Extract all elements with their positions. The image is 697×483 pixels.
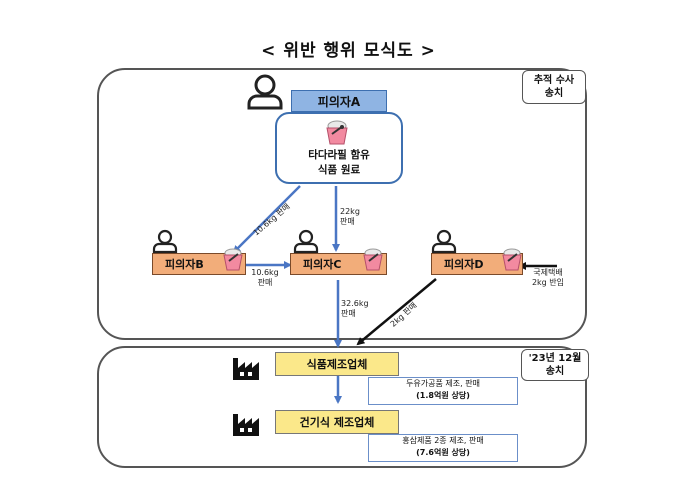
flow-label-b-to-c-line2: 판매: [257, 278, 273, 287]
suspect-b-name: 피의자B: [165, 258, 204, 271]
prosecution-tag-line1: '23년 12월: [528, 353, 582, 364]
powder-bucket-icon: [326, 120, 348, 145]
food-factory-result-line1: 두유가공품 제조, 판매: [406, 379, 480, 388]
arrow-a-to-b: [232, 185, 301, 254]
prosecution-tag: '23년 12월 송치: [521, 349, 589, 381]
bucket-icon-d: [502, 248, 522, 271]
food-factory-label: 식품제조업체: [275, 352, 399, 376]
person-a-icon: [247, 74, 283, 110]
investigation-region: [97, 68, 587, 340]
flow-label-a-to-c: 22kg 판매: [340, 207, 368, 227]
person-b-icon: [152, 229, 178, 254]
investigation-tag-line1: 추적 수사: [533, 75, 575, 86]
bucket-icon-b: [223, 248, 243, 271]
flow-label-b-to-c-line1: 10.6kg: [251, 268, 279, 277]
factory-icon-health: [233, 414, 259, 436]
bucket-icon-c: [363, 248, 383, 271]
health-factory-result: 홍삼제품 2종 제조, 판매 (7.6억원 상당): [368, 434, 518, 462]
flow-label-import-line1: 국제택배: [533, 268, 563, 277]
flow-label-import: 국제택배 2kg 반입: [526, 268, 570, 288]
factory-icon-food: [233, 358, 259, 380]
suspect-a-label: 피의자A: [291, 90, 387, 112]
health-factory-result-line1: 홍삼제품 2종 제조, 판매: [402, 436, 484, 445]
person-c-icon: [293, 229, 319, 254]
suspect-c-label: 피의자C: [290, 253, 387, 275]
raw-material-line1: 타다라필 함유: [308, 149, 370, 161]
raw-material-line2: 식품 원료: [317, 164, 361, 176]
person-d-icon: [431, 229, 457, 254]
diagram-title: < 위반 행위 모식도 >: [261, 41, 436, 61]
flow-label-b-to-c: 10.6kg 판매: [247, 268, 283, 288]
flow-label-a-to-c-line1: 22kg: [340, 207, 360, 216]
investigation-tag: 추적 수사 송치: [522, 70, 586, 104]
food-factory-result: 두유가공품 제조, 판매 (1.8억원 상당): [368, 377, 518, 405]
flow-label-c-to-factory: 32.6kg 판매: [341, 299, 375, 319]
arrow-d-to-factory: [356, 278, 437, 346]
health-factory-label: 건기식 제조업체: [275, 410, 399, 434]
suspect-d-label: 피의자D: [431, 253, 523, 275]
suspect-b-label: 피의자B: [152, 253, 246, 275]
raw-material-box: 타다라필 함유 식품 원료: [275, 112, 403, 184]
flow-label-a-to-c-line2: 판매: [340, 217, 355, 226]
flow-label-c-to-factory-line2: 판매: [341, 309, 356, 318]
investigation-tag-line2: 송치: [544, 88, 564, 99]
food-factory-result-line2: (1.8억원 상당): [416, 391, 470, 400]
health-factory-result-line2: (7.6억원 상당): [416, 448, 470, 457]
prosecution-tag-line2: 송치: [545, 366, 565, 377]
flow-label-import-line2: 2kg 반입: [531, 278, 565, 287]
suspect-c-name: 피의자C: [303, 258, 342, 271]
suspect-d-name: 피의자D: [444, 258, 484, 271]
flow-label-c-to-factory-line1: 32.6kg: [341, 299, 369, 308]
